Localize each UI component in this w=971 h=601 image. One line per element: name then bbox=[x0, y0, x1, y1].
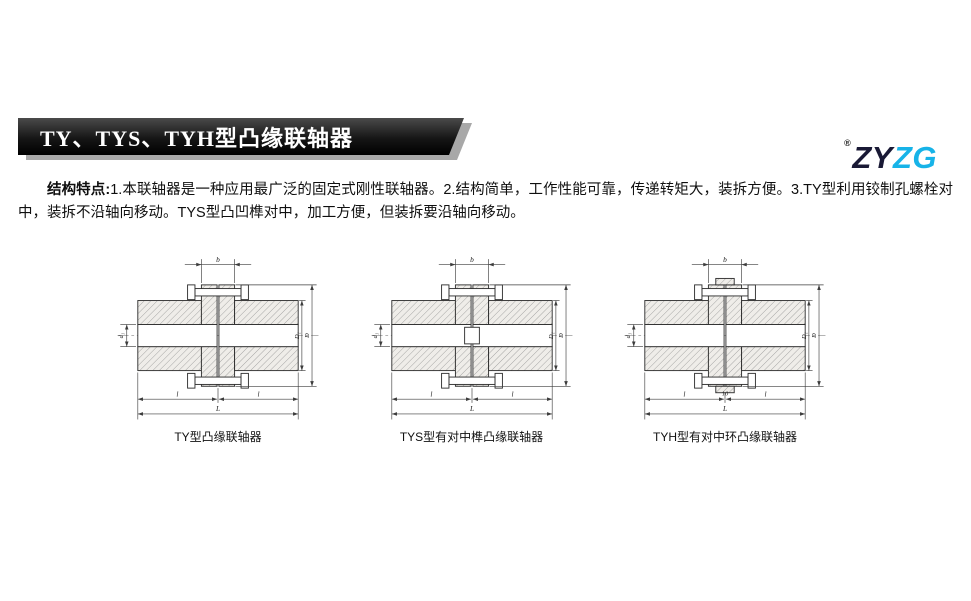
logo-text-secondary: ZG bbox=[892, 140, 937, 175]
centering-ring-bottom bbox=[715, 385, 735, 394]
figure-caption-tyh: TYH型有对中环凸缘联轴器 bbox=[652, 429, 797, 444]
registered-mark: ® bbox=[844, 138, 852, 148]
figure-ty: b d₁ D₁ D l l L TY型凸缘联轴器 bbox=[112, 248, 324, 445]
dim-b-label: b bbox=[216, 255, 220, 264]
dim-right-length-label: l bbox=[258, 389, 260, 398]
section-title-banner: TY、TYS、TYH型凸缘联轴器 bbox=[18, 118, 464, 155]
dim-d1-label: d₁ bbox=[625, 333, 632, 338]
dim-inner-diameter-label: D₁ bbox=[294, 332, 301, 340]
dim-d1-label: d₁ bbox=[372, 333, 379, 338]
dim-left-length-label: l bbox=[430, 389, 432, 398]
figure-tys: b d₁ D₁ D l l L TYS型有对中榫凸缘联轴器 bbox=[366, 248, 578, 445]
dim-total-length-label: L bbox=[722, 404, 727, 413]
dim-b-label: b bbox=[470, 255, 474, 264]
dim-right-length-label: l bbox=[765, 389, 767, 398]
brand-logo: ®ZYZG bbox=[844, 139, 937, 175]
dim-center-gap-label: 10 bbox=[722, 390, 729, 397]
dim-total-length-label: L bbox=[215, 404, 220, 413]
figure-caption-ty: TY型凸缘联轴器 bbox=[174, 429, 262, 444]
coupling-cross-section bbox=[118, 259, 319, 419]
intro-text: 1.本联轴器是一种应用最广泛的固定式刚性联轴器。2.结构简单，工作性能可靠，传递… bbox=[18, 182, 953, 222]
centering-tenon bbox=[463, 326, 480, 345]
figures-row: b d₁ D₁ D l l L TY型凸缘联轴器 b d₁ D₁ D l l L… bbox=[0, 248, 971, 445]
dim-right-length-label: l bbox=[511, 389, 513, 398]
dim-outer-diameter-label: D bbox=[811, 333, 818, 339]
dim-left-length-label: l bbox=[683, 389, 685, 398]
centering-ring-top bbox=[715, 277, 735, 286]
dim-b-label: b bbox=[723, 255, 727, 264]
dim-outer-diameter-label: D bbox=[304, 333, 311, 339]
figure-caption-tys: TYS型有对中榫凸缘联轴器 bbox=[399, 429, 544, 444]
dim-inner-diameter-label: D₁ bbox=[548, 332, 555, 340]
tys-coupling-drawing: b d₁ D₁ D l l L bbox=[366, 255, 578, 425]
dim-total-length-label: L bbox=[468, 404, 473, 413]
tyh-coupling-drawing: b d₁ D₁ D l 10 l L bbox=[619, 255, 831, 425]
intro-paragraph: 结构特点:1.本联轴器是一种应用最广泛的固定式刚性联轴器。2.结构简单，工作性能… bbox=[18, 179, 953, 226]
page-title: TY、TYS、TYH型凸缘联轴器 bbox=[40, 125, 354, 151]
dim-outer-diameter-label: D bbox=[558, 333, 565, 339]
logo-text-primary: ZY bbox=[852, 140, 893, 175]
dim-d1-label: d₁ bbox=[118, 333, 125, 338]
dim-inner-diameter-label: D₁ bbox=[801, 332, 808, 340]
dim-left-length-label: l bbox=[176, 389, 178, 398]
banner-face: TY、TYS、TYH型凸缘联轴器 bbox=[18, 118, 464, 155]
figure-tyh: b d₁ D₁ D l 10 l L TYH型有对中环凸缘联轴器 bbox=[619, 248, 831, 445]
ty-coupling-drawing: b d₁ D₁ D l l L bbox=[112, 255, 324, 425]
intro-label: 结构特点: bbox=[47, 182, 111, 198]
